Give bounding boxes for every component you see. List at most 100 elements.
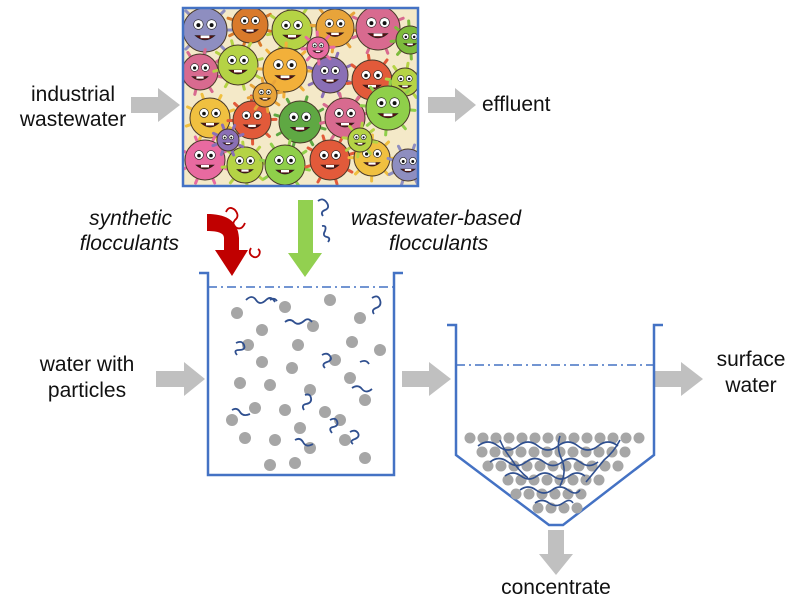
polymer-strand (284, 318, 313, 325)
bacterium-icon (226, 8, 274, 49)
floc-particle (619, 446, 631, 458)
water-with-particles-label-1: water with (39, 353, 135, 376)
arrow-settler-to-concentrate (539, 530, 573, 575)
bacterium-icon (246, 76, 284, 114)
particle (329, 354, 341, 366)
arrow-water-to-tank (156, 362, 205, 396)
bacterium-icon (347, 133, 397, 183)
bacterium-icon (359, 79, 417, 137)
particle (239, 432, 251, 444)
particle (359, 394, 371, 406)
bacterium-icon (389, 19, 418, 61)
particle (289, 457, 301, 469)
floc-particle (593, 446, 605, 458)
wastewater-based-flocculants-label-2: flocculants (389, 232, 489, 255)
bacterium-icon (183, 135, 230, 185)
surface-water-label-2: water (724, 374, 776, 397)
particle (231, 307, 243, 319)
concentrate-label: concentrate (501, 576, 611, 599)
floc-particle (523, 488, 535, 500)
particle (264, 379, 276, 391)
arrow-settler-to-surface (654, 362, 703, 396)
particle (307, 320, 319, 332)
bacterium-icon (226, 94, 278, 146)
wwbased-polymer-squiggle-2 (321, 224, 331, 243)
floc-particle (541, 446, 553, 458)
floc-polymer (499, 439, 529, 479)
particle (339, 434, 351, 446)
bacterium-icon (212, 39, 264, 91)
particle (346, 336, 358, 348)
floc-particle (612, 460, 624, 472)
particle (294, 422, 306, 434)
bacterium-icon (386, 143, 418, 186)
synthetic-flocculant-arrow (207, 214, 248, 276)
arrow-industrial-to-panel (131, 88, 180, 122)
floc-polymer (585, 439, 621, 483)
floc-particle (528, 474, 540, 486)
particle (354, 312, 366, 324)
floc-particle (541, 474, 553, 486)
floc-particle (542, 432, 554, 444)
floc-particle (580, 474, 592, 486)
particle (286, 362, 298, 374)
particle (256, 356, 268, 368)
particle (234, 377, 246, 389)
floc-particle (620, 432, 632, 444)
particle (344, 372, 356, 384)
bacteria-panel (183, 8, 418, 186)
bacterium-icon (341, 121, 379, 159)
particle (304, 442, 316, 454)
particle (226, 414, 238, 426)
bacterium-icon (351, 8, 405, 55)
floc-particle (554, 446, 566, 458)
wwbased-polymer-squiggle-1 (317, 198, 330, 217)
floc-particle (607, 432, 619, 444)
industrial-wastewater-label-2: wastewater (19, 108, 126, 131)
floc-particle (490, 432, 502, 444)
floc-polymer (489, 457, 599, 467)
floc-polymer (519, 486, 581, 494)
bacterium-icon (300, 30, 336, 66)
bacterium-icon (304, 134, 356, 186)
floc-polymer (557, 435, 565, 487)
floc-particle (593, 474, 605, 486)
polymer-strand (371, 295, 382, 315)
floc-particle (516, 432, 528, 444)
bacterium-icon (306, 51, 354, 99)
particle (264, 459, 276, 471)
floc-particle (594, 432, 606, 444)
floc-particle (599, 460, 611, 472)
particle (374, 344, 386, 356)
polymer-strand (245, 296, 276, 304)
floc-particle (495, 460, 507, 472)
floc-particle (575, 488, 587, 500)
floc-polymer (504, 472, 586, 480)
polymer-strand (329, 417, 339, 434)
floc-particle (633, 432, 645, 444)
floc-particle (477, 432, 489, 444)
bacterium-icon (319, 92, 371, 144)
polymer-strand (294, 437, 314, 447)
particle (249, 402, 261, 414)
floc-particle (503, 432, 515, 444)
floc-particle (567, 474, 579, 486)
arrow-tank-to-settler (402, 362, 451, 396)
polymer-strand (234, 340, 246, 356)
particle (292, 339, 304, 351)
bacterium-icon (211, 123, 245, 157)
particle (359, 452, 371, 464)
water-with-particles-label-2: particles (48, 379, 126, 402)
bacterium-icon (256, 41, 314, 99)
floc-particle (489, 446, 501, 458)
floc-particle (482, 460, 494, 472)
floc-particle (549, 488, 561, 500)
synthetic-flocculants-label-2: flocculants (80, 232, 180, 255)
polymer-strand (359, 359, 370, 365)
floc-particle (464, 432, 476, 444)
wastewater-based-flocculants-label-1: wastewater-based (351, 207, 522, 230)
bacterium-icon (273, 95, 327, 149)
polymer-strand (301, 393, 313, 411)
mixing-tank (199, 271, 403, 477)
particle (256, 324, 268, 336)
